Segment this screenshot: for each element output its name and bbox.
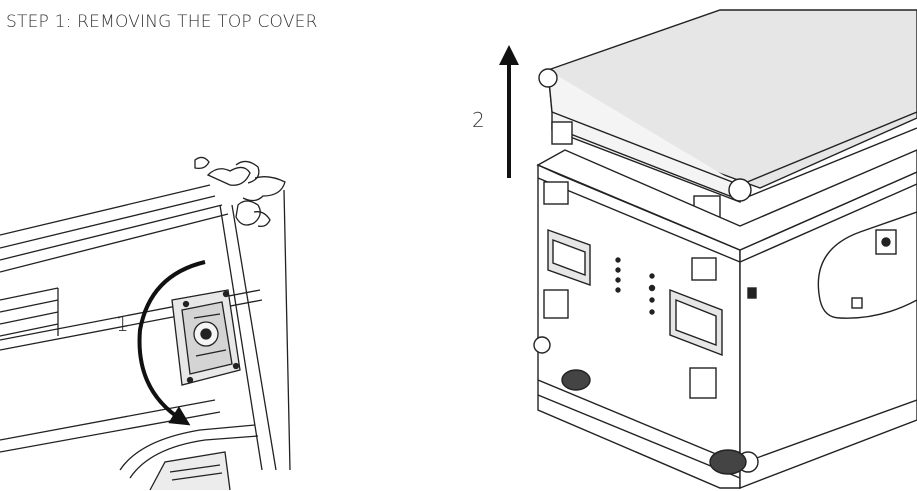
instruction-title: STEP 1: REMOVING THE TOP COVER: [6, 12, 318, 32]
step-2-label: 2: [472, 108, 485, 132]
step-1-label: 1: [116, 312, 129, 336]
recessed-handle-bottom: [119, 424, 259, 491]
rotation-arrow: [137, 260, 206, 426]
rack-case-illustration: [533, 9, 917, 490]
latch-plate: [171, 289, 241, 386]
